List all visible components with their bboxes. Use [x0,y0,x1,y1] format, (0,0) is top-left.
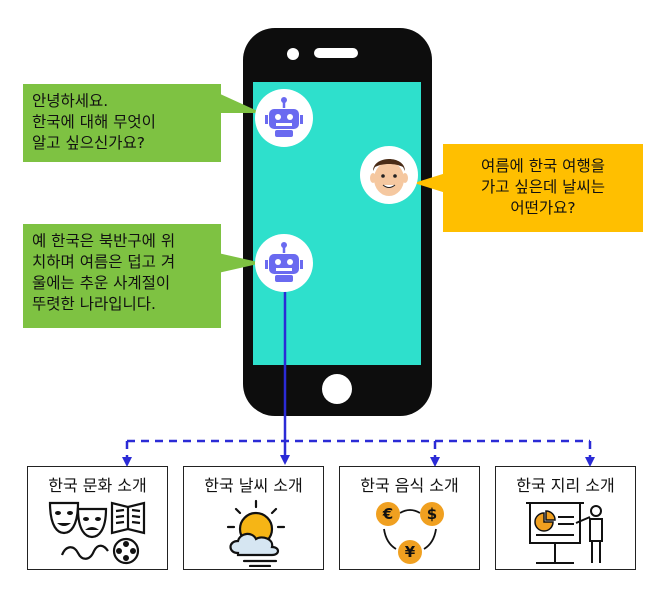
robot-avatar [255,89,313,147]
bubble-line: 어떤가요? [510,199,576,217]
euro-symbol: € [382,505,393,523]
category-weather-box: 한국 날씨 소개 [183,466,324,570]
dollar-coin: $ [420,502,444,526]
bubble-line: 한국에 대해 무엇이 [32,113,156,131]
bubble-line: 치하며 여름은 덥고 겨 [32,253,176,271]
connector-lines [122,288,595,467]
category-geography-box: 한국 지리 소개 [495,466,636,570]
robot-icon [265,242,303,282]
category-label: 한국 문화 소개 [48,476,147,495]
man-face-icon [370,159,408,196]
category-label: 한국 날씨 소개 [204,476,303,495]
category-label: 한국 지리 소개 [516,476,615,495]
robot-icon [265,97,303,137]
phone-home-button [322,374,352,404]
robot-avatar [255,234,313,292]
user-question-bubble: 여름에 한국 여행을 가고 싶은데 날씨는 어떤가요? [443,144,643,232]
phone-speaker [314,48,358,58]
bot-greeting-bubble: 안녕하세요. 한국에 대해 무엇이 알고 싶으신가요? [23,84,221,162]
answer-bubble-tail [218,253,262,273]
euro-coin: € [376,502,400,526]
bubble-line: 알고 싶으신가요? [32,134,145,152]
category-label: 한국 음식 소개 [360,476,459,495]
bubble-line: 예 한국은 북반구에 위 [32,232,176,250]
culture-icon [48,501,146,565]
dollar-symbol: $ [427,505,437,523]
phone-camera [287,48,299,60]
question-bubble-tail [414,173,446,193]
bubble-line: 가고 싶은데 날씨는 [481,178,605,196]
yen-symbol: ¥ [405,543,416,561]
bubble-line: 뚜렷한 나라입니다. [32,295,156,313]
category-culture-box: 한국 문화 소개 [27,466,168,570]
yen-coin: ¥ [398,540,422,564]
bot-answer-bubble: 예 한국은 북반구에 위 치하며 여름은 덥고 겨 울에는 추운 사계절이 뚜렷… [23,224,221,328]
bubble-line: 여름에 한국 여행을 [481,157,605,175]
bubble-line: 울에는 추운 사계절이 [32,274,171,292]
smartphone [243,28,432,416]
presentation-icon [526,502,603,564]
weather-icon [226,499,286,567]
bubble-line: 안녕하세요. [32,92,109,110]
currency-icon: € $ ¥ [376,502,444,564]
user-avatar [360,146,418,204]
category-food-box: 한국 음식 소개 € $ ¥ [339,466,480,570]
greeting-bubble-tail [218,93,262,113]
